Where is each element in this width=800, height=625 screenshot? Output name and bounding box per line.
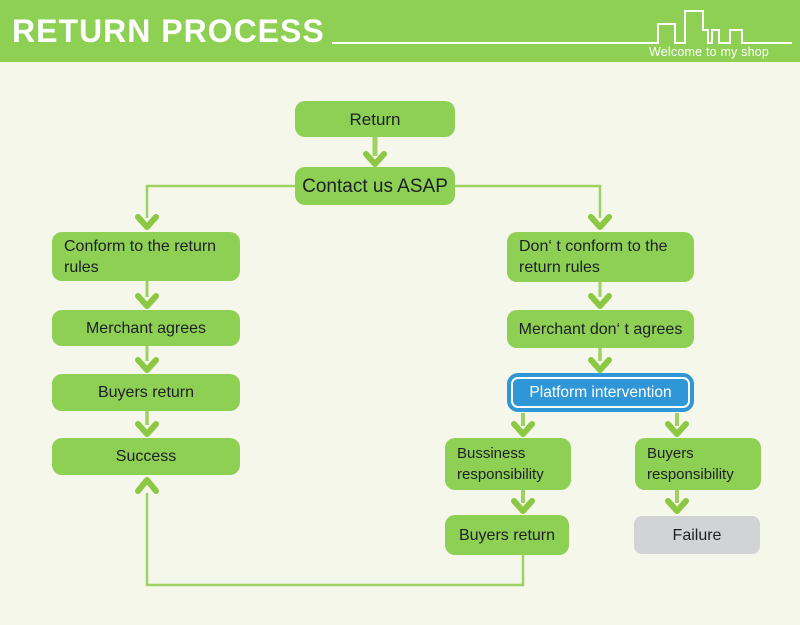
connector-return-contact	[363, 137, 387, 167]
node-dont-conform-label: Don‘ t conform to the return rules	[519, 238, 668, 276]
connector-contact-conform	[135, 184, 295, 230]
shop-tagline: Welcome to my shop	[649, 45, 770, 59]
connector-buyersresp-failure	[665, 490, 689, 514]
node-platform-label: Platform intervention	[529, 384, 672, 401]
connector-merchantagrees-buyersreturn	[135, 346, 159, 373]
connector-loop-success	[135, 477, 525, 587]
node-bussiness-resp-label: Bussiness responsibility	[457, 445, 544, 483]
node-merchant-agrees: Merchant agrees	[52, 310, 240, 346]
node-contact-label: Contact us ASAP	[302, 175, 448, 197]
skyline-icon	[332, 10, 792, 44]
node-bussiness-responsibility: Bussiness responsibility	[445, 438, 571, 490]
node-buyers-resp-label: Buyers responsibility	[647, 445, 734, 483]
connector-bussiness-buyersreturn	[511, 490, 535, 514]
connector-contact-dontconform	[455, 184, 612, 230]
node-success: Success	[52, 438, 240, 475]
page-title: RETURN PROCESS	[12, 13, 325, 49]
node-merchant-dont-label: Merchant don‘ t agrees	[518, 320, 683, 338]
connector-dontconform-merchantdont	[588, 282, 612, 309]
node-success-label: Success	[115, 448, 177, 465]
node-buyers-return-left: Buyers return	[52, 374, 240, 411]
node-platform-intervention: Platform intervention	[511, 377, 690, 408]
node-buyers-return-right: Buyers return	[445, 515, 569, 555]
connector-merchantdont-platform	[588, 348, 612, 373]
node-buyers-responsibility: Buyers responsibility	[635, 438, 761, 490]
node-merchant-agrees-label: Merchant agrees	[85, 319, 207, 337]
connector-buyersreturn-success	[135, 411, 159, 437]
node-return-label: Return	[349, 109, 401, 129]
node-conform-label: Conform to the return rules	[64, 237, 217, 276]
node-buyers-return-left-label: Buyers return	[97, 384, 195, 401]
node-buyers-return-right-label: Buyers return	[458, 526, 556, 544]
connector-conform-merchantagrees	[135, 281, 159, 309]
node-failure: Failure	[634, 516, 760, 554]
node-dont-conform-rules: Don‘ t conform to the return rules	[507, 232, 694, 282]
node-merchant-dont-agrees: Merchant don‘ t agrees	[507, 310, 694, 348]
node-contact-us-asap: Contact us ASAP	[295, 167, 455, 205]
connector-platform-buyersresp	[665, 413, 689, 437]
node-return: Return	[295, 101, 455, 137]
header-banner: RETURN PROCESS Welcome to my shop	[0, 0, 800, 62]
node-conform-rules: Conform to the return rules	[52, 232, 240, 281]
connector-platform-bussiness	[511, 413, 535, 437]
node-failure-label: Failure	[672, 526, 722, 544]
